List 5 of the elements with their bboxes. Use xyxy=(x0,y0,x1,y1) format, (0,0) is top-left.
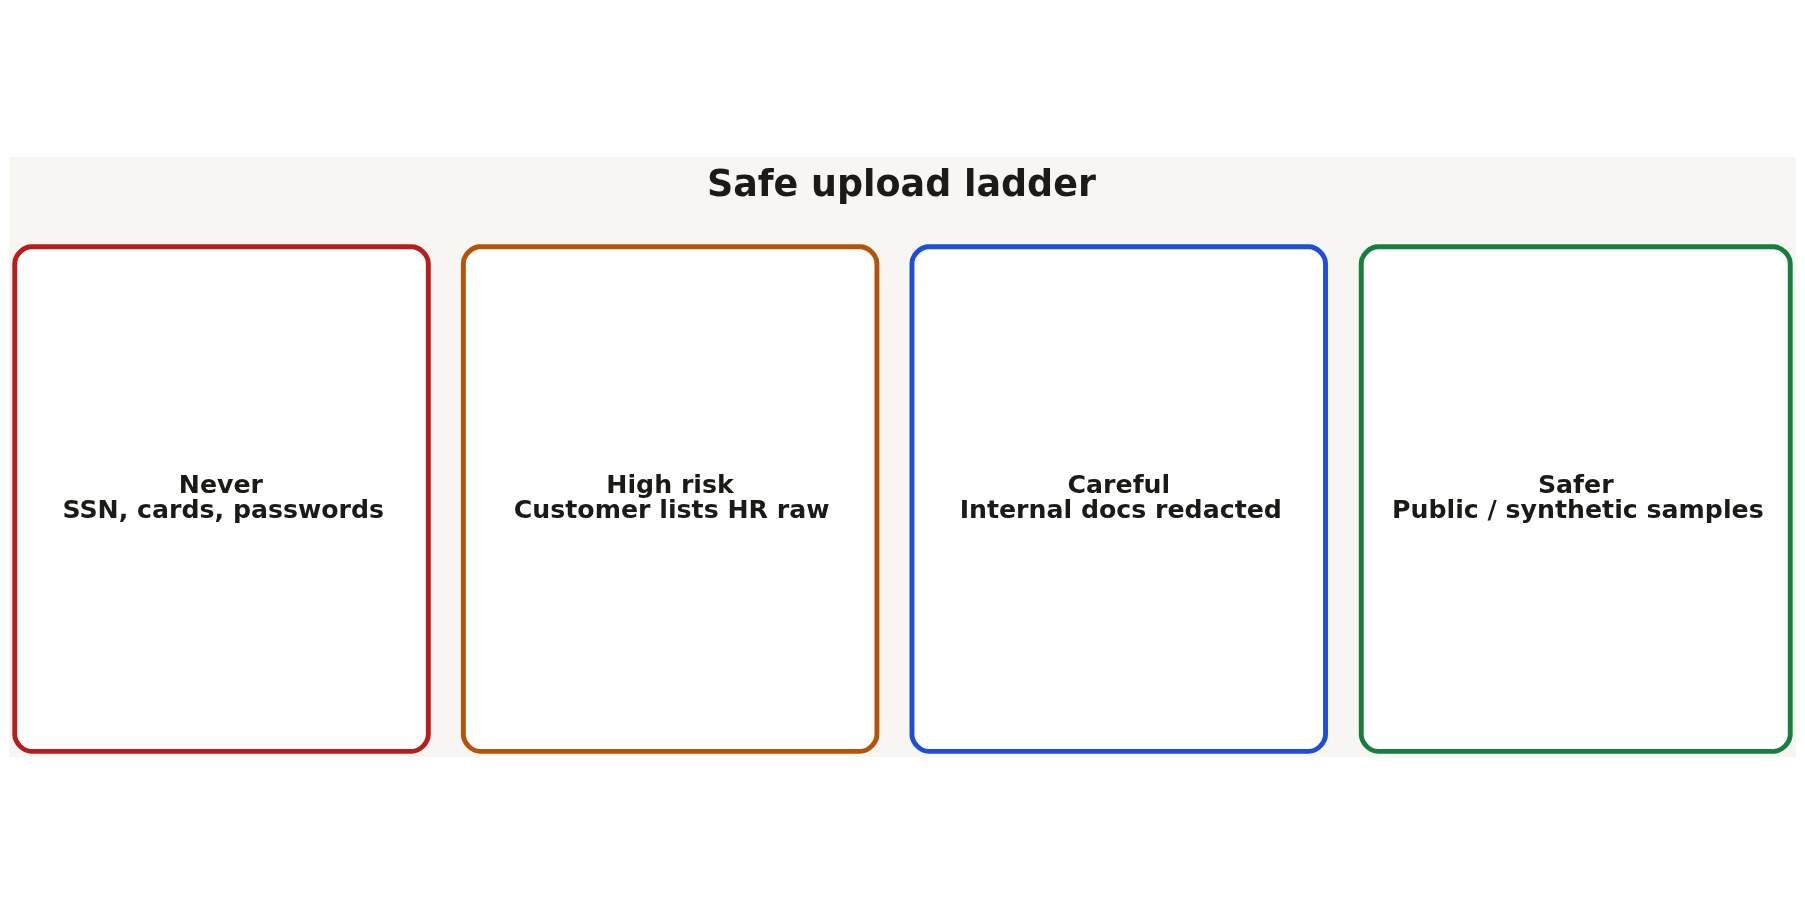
node-box: Never SSN, cards, passwords xyxy=(12,244,431,754)
node-box: Safer Public / synthetic samples xyxy=(1358,244,1793,754)
node-box: Careful Internal docs redacted xyxy=(909,244,1328,754)
node-box: High risk Customer lists HR raw xyxy=(460,244,880,754)
diagram-title: Safe upload ladder xyxy=(706,161,1096,205)
